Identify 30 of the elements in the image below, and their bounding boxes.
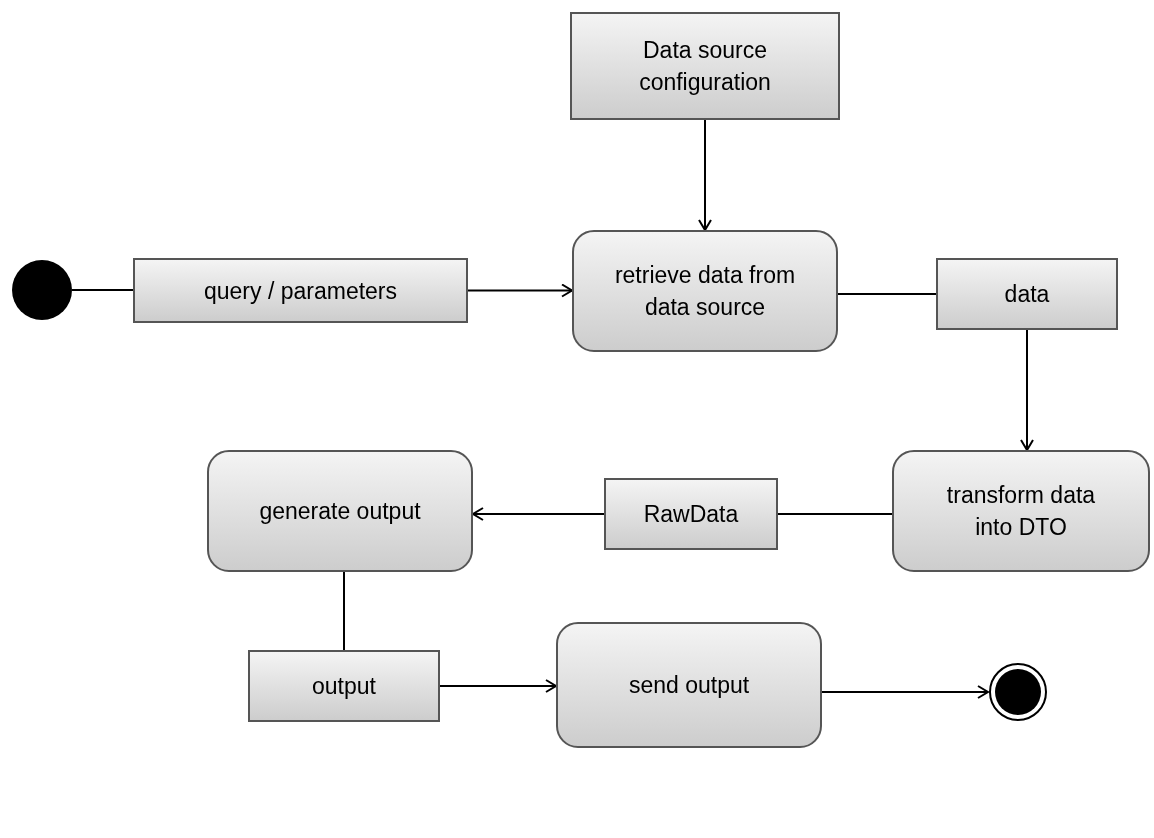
object-box [133,258,468,323]
connector [472,507,605,521]
connector [343,571,345,651]
node-label: Data source configuration [638,36,772,97]
action-box [572,230,838,352]
end-node [988,662,1048,722]
node-label: RawData [643,500,739,529]
action-box [556,622,822,748]
node-label: data [1004,280,1050,309]
connector [837,293,937,295]
node-label: query / parameters [204,276,397,306]
action-box [892,450,1150,572]
node-label: send output [628,671,750,700]
start-node [12,260,72,320]
connector [467,283,573,298]
connector [698,119,712,231]
object-box [570,12,840,120]
node-label: retrieve data from data source [613,261,797,322]
node-label: output [312,672,376,701]
object-box [604,478,778,550]
node-label: transform data into DTO [945,481,1097,542]
connector [1020,329,1034,451]
node-label: generate output [259,497,421,526]
action-box [207,450,473,572]
connector [71,289,134,291]
object-box [248,650,440,722]
connector [821,685,989,699]
connector [777,513,893,515]
object-box [936,258,1118,330]
connector [439,679,557,693]
